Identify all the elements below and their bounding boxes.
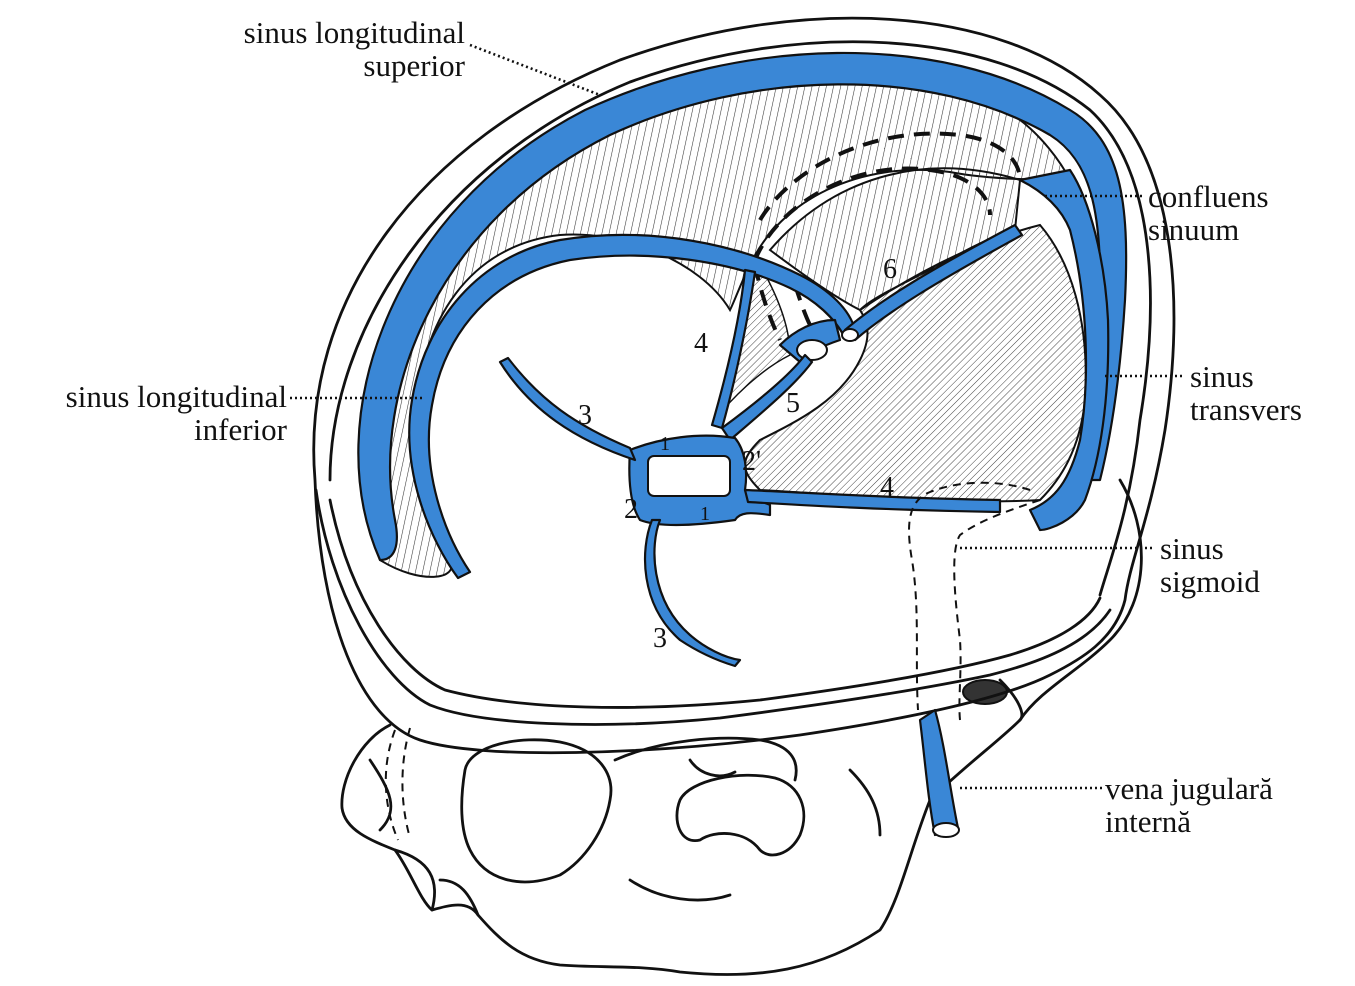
label-sinus-transvers: sinus transvers: [1190, 360, 1302, 426]
number-4-lower: 4: [880, 474, 894, 502]
label-line: vena jugulară: [1105, 772, 1273, 805]
label-vena-jugulara-interna: vena jugulară internă: [1105, 772, 1273, 838]
vein-lumen: [797, 340, 827, 360]
number-2: 2: [624, 496, 638, 524]
label-sinus-sigmoid: sinus sigmoid: [1160, 532, 1260, 598]
sphenoparietal-sinus-upper: [500, 358, 635, 460]
number-1-lower: 1: [700, 500, 710, 528]
label-line: internă: [1105, 805, 1273, 838]
label-line: sinus: [1160, 532, 1260, 565]
number-5: 5: [786, 390, 800, 418]
label-line: transvers: [1190, 393, 1302, 426]
number-2-prime: 2': [742, 448, 761, 476]
label-line: sinus longitudinal: [10, 380, 287, 413]
number-3-lower: 3: [653, 625, 667, 653]
jugular-lumen: [933, 823, 959, 837]
number-4-upper: 4: [694, 330, 708, 358]
sella-hole: [648, 456, 730, 496]
number-1-upper: 1: [660, 430, 670, 458]
label-line: superior: [190, 49, 465, 82]
internal-jugular-vein: [920, 710, 958, 835]
label-confluens-sinuum: confluens sinuum: [1148, 180, 1269, 246]
label-line: sigmoid: [1160, 565, 1260, 598]
sigmoid-sinus-course: [909, 483, 1030, 710]
vein-lumen-small: [842, 329, 858, 341]
label-line: confluens: [1148, 180, 1269, 213]
label-line: sinus: [1190, 360, 1302, 393]
number-6: 6: [883, 256, 897, 284]
label-sinus-longitudinal-superior: sinus longitudinal superior: [190, 16, 465, 82]
label-line: sinuum: [1148, 213, 1269, 246]
label-sinus-longitudinal-inferior: sinus longitudinal inferior: [10, 380, 287, 446]
label-line: inferior: [10, 413, 287, 446]
number-3-upper: 3: [578, 402, 592, 430]
label-line: sinus longitudinal: [190, 16, 465, 49]
leader-sinus-long-sup: [470, 45, 600, 95]
